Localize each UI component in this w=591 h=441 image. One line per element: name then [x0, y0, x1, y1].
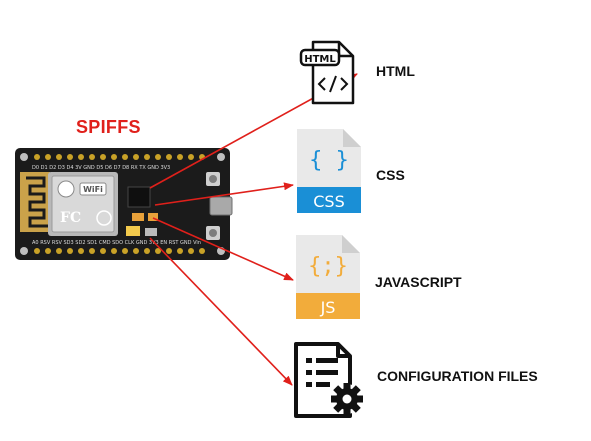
js-icon-text: JS — [320, 298, 336, 317]
resistor — [145, 228, 157, 236]
top-pin-labels: D0 D1 D2 D3 D4 3V GND D5 D6 D7 D8 RX TX … — [32, 165, 170, 171]
usb-serial-chip — [127, 186, 151, 208]
esp-module: WiFi FC — [48, 172, 118, 236]
capacitor — [132, 213, 144, 221]
css-label: CSS — [376, 167, 405, 183]
js-icon-glyph: {;} — [308, 254, 348, 279]
configuration-files-label: CONFIGURATION FILES — [377, 368, 538, 384]
javascript-label: JAVASCRIPT — [375, 274, 462, 290]
antenna-trace — [20, 172, 50, 232]
fcc-mark: FC — [60, 210, 81, 226]
voltage-regulator — [126, 226, 140, 236]
wifi-logo-label: WiFi — [83, 185, 103, 194]
bottom-pin-labels: A0 RSV RSV SD3 SD2 SD1 CMD SDO CLK GND 3… — [32, 240, 201, 246]
arrow-to-css — [154, 182, 294, 206]
top-header-pins — [34, 154, 205, 160]
arrow-to-javascript — [152, 217, 294, 281]
spiffs-title: SPIFFS — [76, 117, 141, 137]
nodemcu-board: D0 D1 D2 D3 D4 3V GND D5 D6 D7 D8 RX TX … — [15, 148, 233, 260]
bottom-header-pins — [34, 248, 205, 254]
html-label: HTML — [376, 63, 415, 79]
config-file-icon — [294, 342, 363, 418]
arrow-to-configuration — [149, 237, 293, 386]
micro-usb-port — [209, 196, 233, 216]
css-icon-glyph: { } — [309, 148, 349, 173]
html-file-icon: HTML — [299, 40, 355, 105]
css-icon-text: CSS — [313, 192, 344, 211]
css-file-icon: { } CSS — [297, 129, 361, 213]
capacitor — [148, 213, 158, 221]
js-file-icon: {;} JS — [296, 235, 360, 319]
html-icon-text: HTML — [304, 54, 336, 65]
